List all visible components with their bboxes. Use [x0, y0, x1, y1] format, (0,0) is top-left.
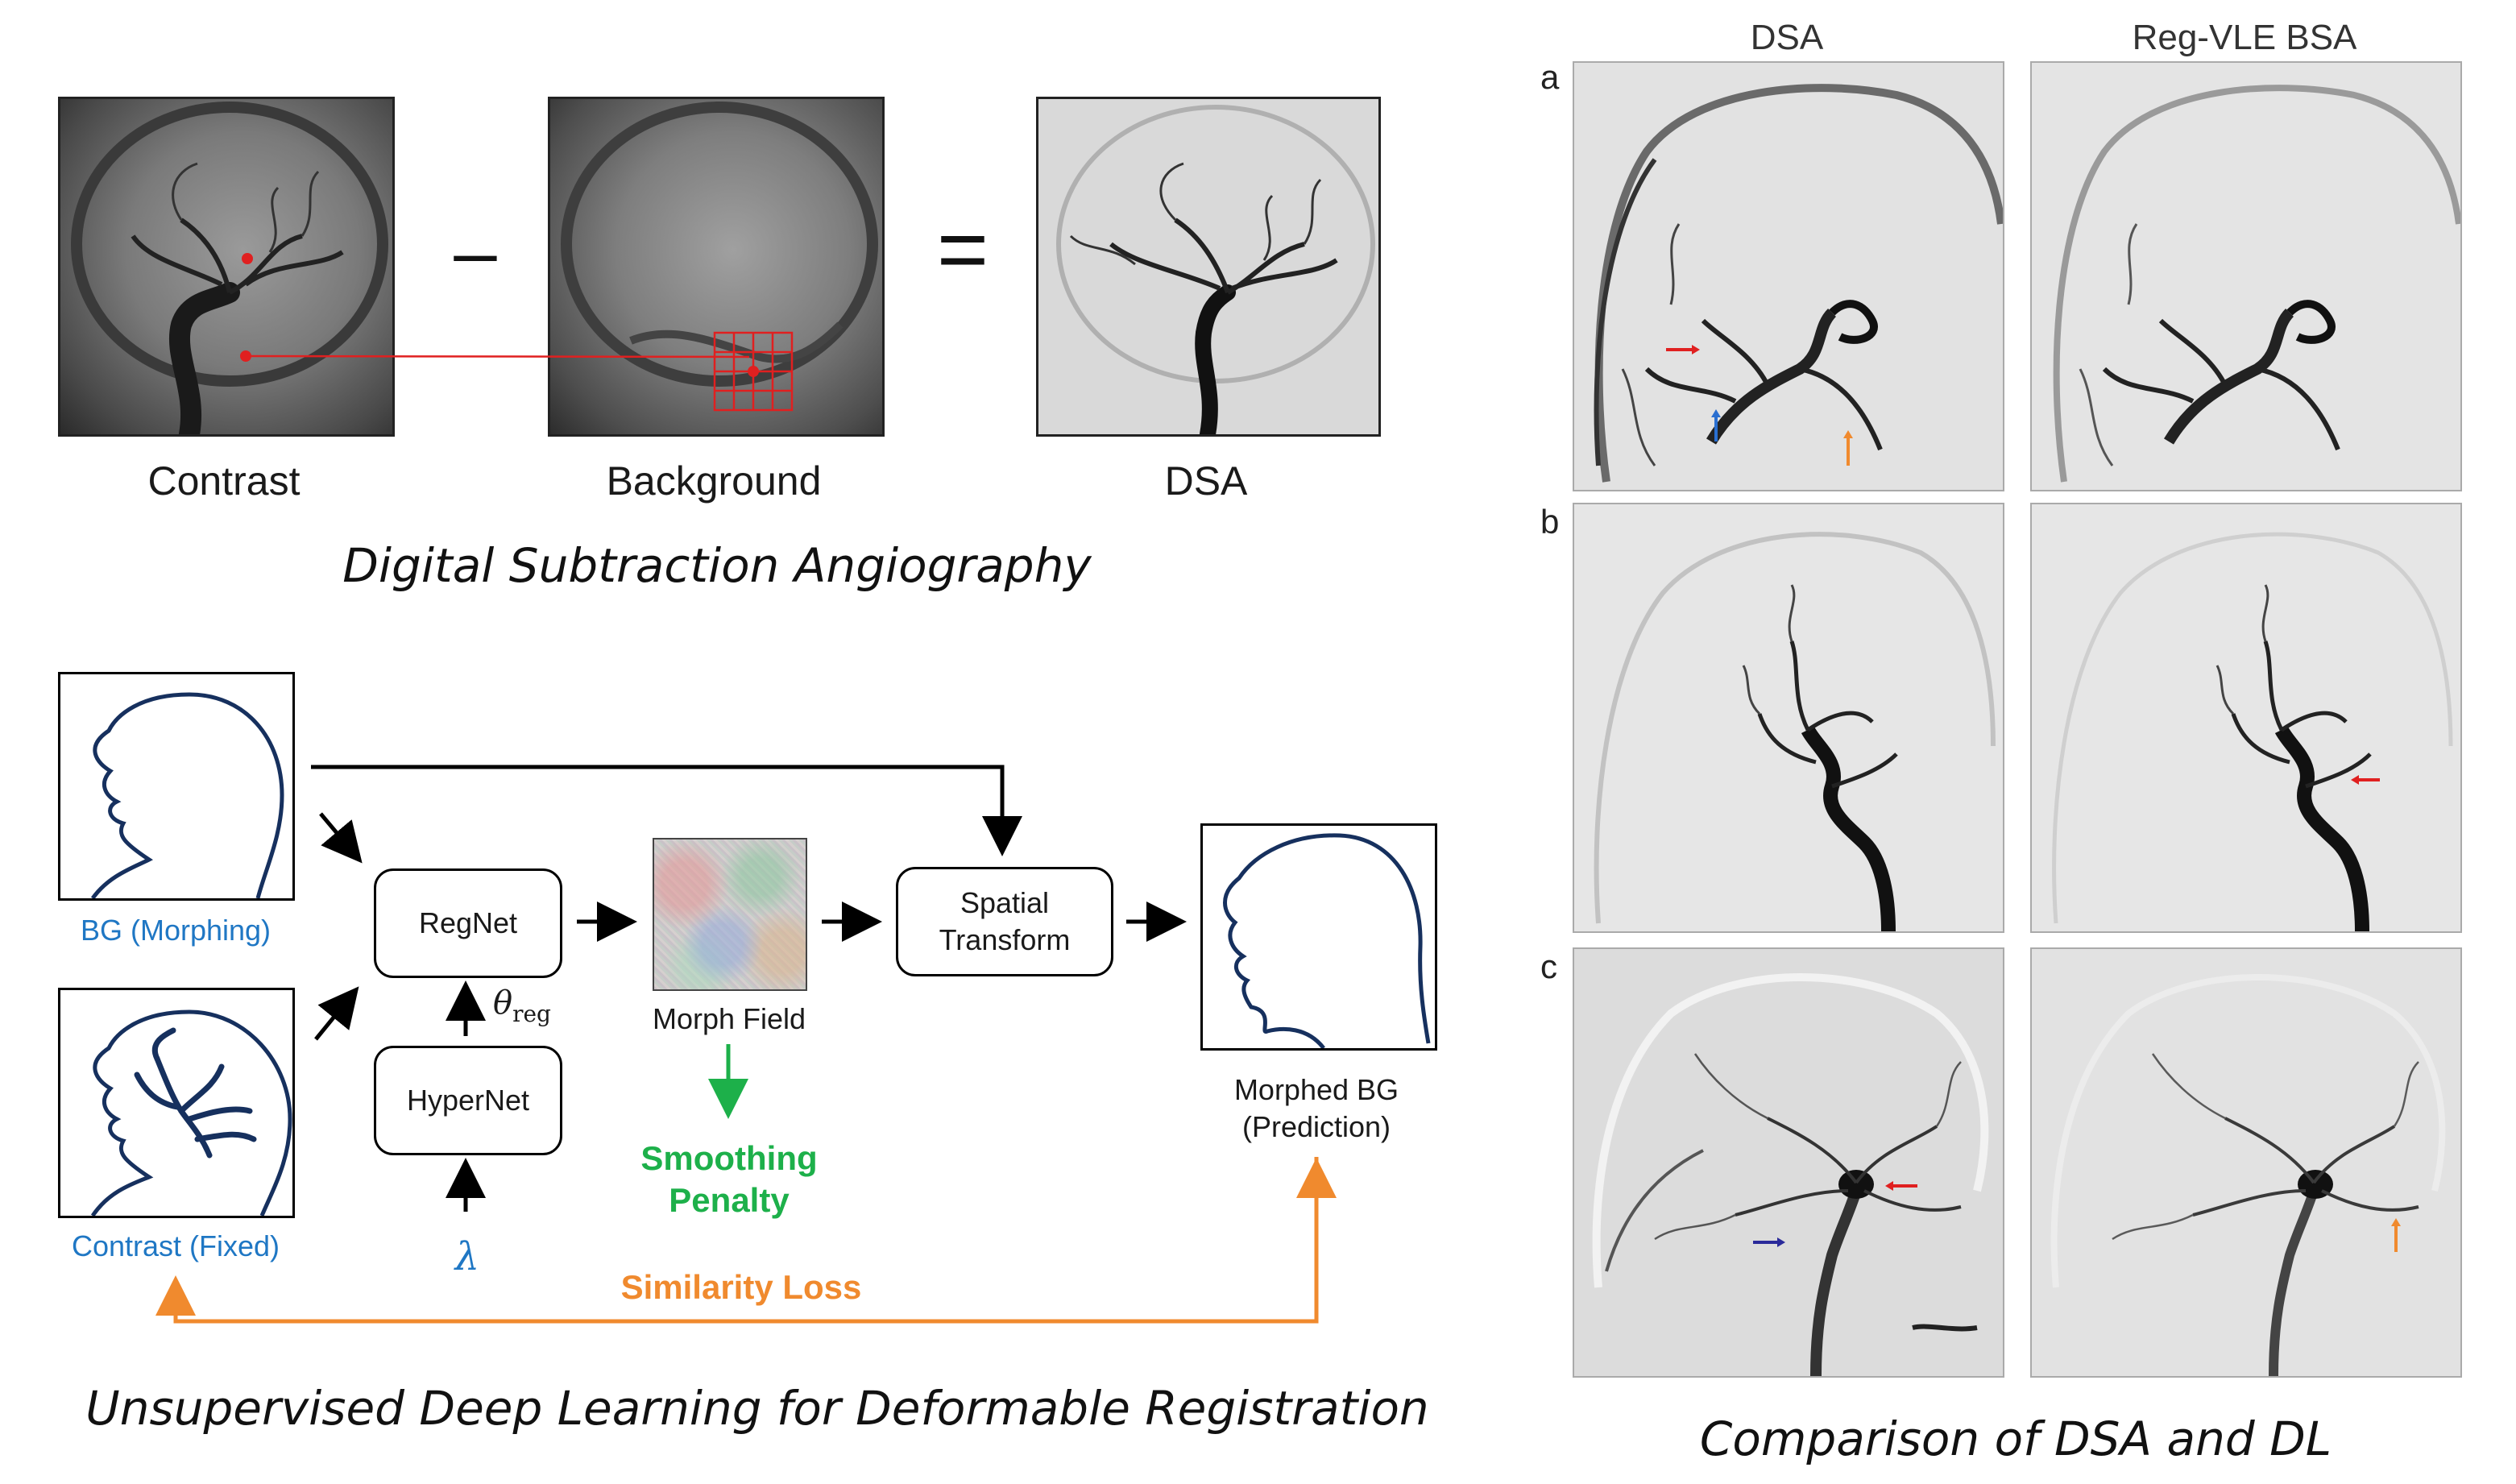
similarity-loss-label: Similarity Loss [620, 1268, 862, 1306]
equals-sign: = [936, 200, 989, 299]
contrast-image [58, 97, 395, 437]
panel-a-regvle [2030, 61, 2462, 491]
arrow-similarity-loss [155, 1157, 1319, 1324]
smoothing-line1: Smoothing [640, 1139, 818, 1177]
background-label: Background [606, 458, 822, 504]
comparison-caption: Comparison of DSA and DL [1699, 1411, 2332, 1466]
bg-morphing-image [58, 672, 295, 901]
smoothing-penalty-label: Smoothing Penalty [596, 1138, 862, 1221]
panel-c-regvle [2030, 947, 2462, 1378]
regnet-box: RegNet [374, 868, 562, 978]
spatial-transform-box: Spatial Transform [896, 867, 1113, 976]
contrast-label: Contrast [147, 458, 301, 504]
morph-field-image [653, 838, 807, 991]
dsa-image [1036, 97, 1381, 437]
contrast-fixed-image [58, 988, 295, 1218]
workflow-caption: Unsupervised Deep Learning for Deformabl… [85, 1381, 1429, 1436]
col-header-regvle: Reg-VLE BSA [2132, 18, 2357, 57]
dsa-caption: Digital Subtraction Angiography [342, 538, 1092, 593]
morph-field-label: Morph Field [652, 1002, 806, 1035]
row-label-b: b [1540, 503, 1560, 541]
correspondence-line [240, 350, 750, 362]
bg-morphing-label: BG (Morphing) [80, 914, 271, 947]
smoothing-line2: Penalty [669, 1181, 790, 1219]
col-header-dsa: DSA [1750, 18, 1824, 57]
morphed-bg-label: Morphed BG (Prediction) [1160, 1072, 1473, 1146]
morphed-line1: Morphed BG [1233, 1073, 1399, 1106]
arrow-contrast-to-regnet [314, 986, 359, 1041]
arrow-bg-to-regnet [319, 812, 363, 864]
morphed-line2: (Prediction) [1241, 1110, 1391, 1143]
panel-b-regvle [2030, 503, 2462, 933]
hypernet-box: HyperNet [374, 1046, 562, 1155]
contrast-fixed-label: Contrast (Fixed) [71, 1229, 280, 1262]
regnet-label: RegNet [418, 906, 518, 939]
dsa-label: DSA [1164, 458, 1248, 504]
panel-a-dsa [1573, 61, 2004, 491]
panel-c-dsa [1573, 947, 2004, 1378]
lambda-label: λ [454, 1234, 480, 1279]
minus-sign: – [454, 209, 497, 295]
background-image [548, 97, 885, 437]
morphed-bg-image [1200, 823, 1437, 1051]
spatial-line2: Transform [939, 923, 1071, 956]
theta-subscript: reg [512, 1001, 551, 1027]
arrow-bg-to-spatial [311, 765, 1022, 856]
theta-reg-label: θreg [493, 984, 551, 1027]
row-label-c: c [1540, 947, 1557, 985]
row-label-a: a [1540, 58, 1560, 96]
workflow-arrows [155, 765, 1337, 1324]
spatial-line1: Spatial [960, 886, 1050, 919]
hypernet-label: HyperNet [406, 1084, 530, 1117]
panel-b-dsa [1573, 503, 2004, 933]
theta-symbol: θ [493, 984, 513, 1022]
